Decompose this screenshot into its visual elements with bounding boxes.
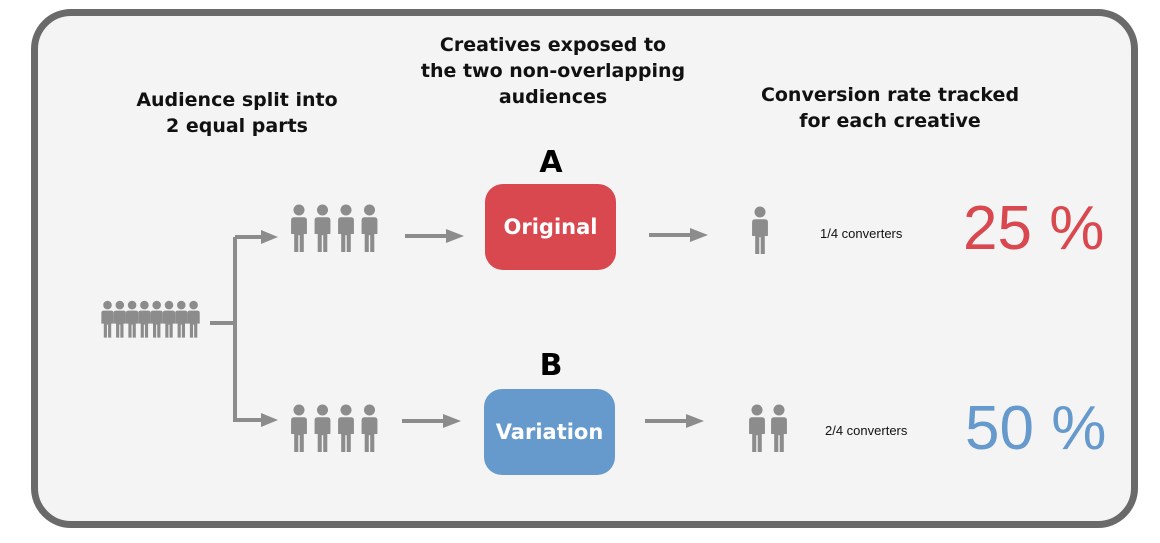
- creative-variation-label: Variation: [495, 420, 604, 444]
- arrow-right-icon: [402, 414, 461, 428]
- person-icon: [162, 300, 176, 338]
- audience-group-a: [291, 204, 378, 252]
- group-b-letter: B: [539, 348, 563, 383]
- person-icon: [314, 204, 331, 252]
- converters-group-a: [752, 206, 768, 254]
- converters-label-b: 2/4 converters: [825, 423, 908, 438]
- person-icon: [150, 300, 163, 338]
- audience-group-b: [291, 404, 378, 452]
- person-icon: [752, 206, 768, 254]
- person-icon: [771, 404, 787, 452]
- full-audience: [101, 300, 200, 338]
- converters-group-b: [749, 404, 787, 452]
- arrow-right-icon: [405, 229, 464, 243]
- person-icon: [125, 300, 139, 338]
- converters-label-a: 1/4 converters: [820, 226, 903, 241]
- person-icon: [361, 204, 378, 252]
- creative-original[interactable]: Original: [485, 184, 616, 270]
- creative-variation[interactable]: Variation: [484, 389, 615, 475]
- person-icon: [138, 300, 151, 338]
- person-icon: [187, 300, 200, 338]
- person-icon: [175, 300, 188, 338]
- arrow-right-icon: [645, 414, 704, 428]
- split-connector: [210, 235, 262, 422]
- conversion-rate-a: 25 %: [963, 194, 1105, 263]
- group-a-letter: A: [539, 145, 563, 180]
- arrow-right-icon: [261, 413, 278, 427]
- arrow-right-icon: [261, 230, 278, 244]
- person-icon: [291, 204, 307, 252]
- person-icon: [113, 300, 126, 338]
- person-icon: [338, 204, 354, 252]
- arrow-right-icon: [649, 228, 708, 242]
- person-icon: [314, 404, 331, 452]
- heading-audience-split: Audience split into 2 equal parts: [136, 89, 338, 137]
- person-icon: [338, 404, 354, 452]
- person-icon: [361, 404, 378, 452]
- heading-conversion-rate: Conversion rate tracked for each creativ…: [760, 84, 1020, 132]
- person-icon: [749, 404, 765, 452]
- conversion-rate-b: 50 %: [965, 394, 1107, 463]
- creative-original-label: Original: [503, 215, 598, 239]
- person-icon: [101, 300, 114, 338]
- heading-creatives-exposed: Creatives exposed to the two non-overlap…: [420, 34, 686, 108]
- person-icon: [291, 404, 307, 452]
